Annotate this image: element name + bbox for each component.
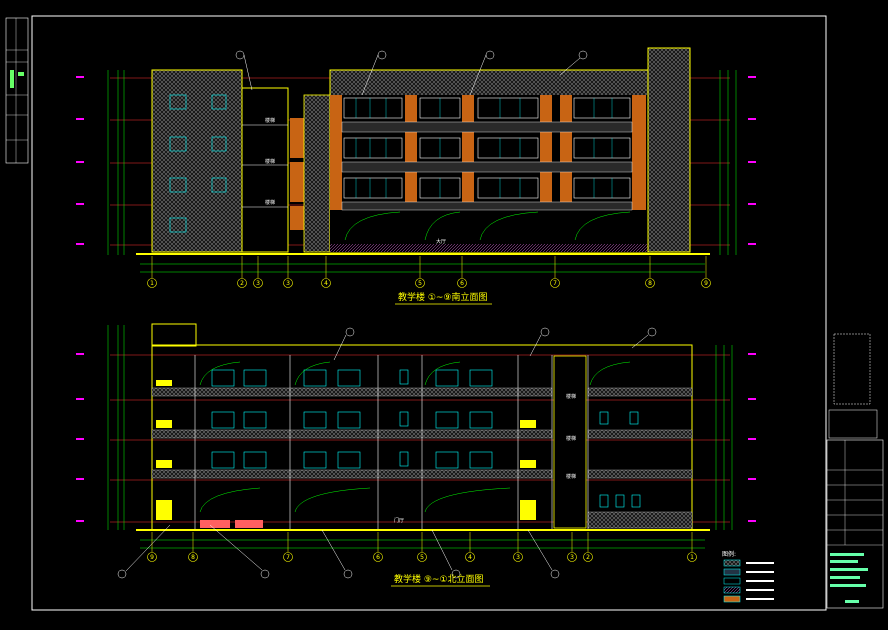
right-brick-tower (647, 47, 691, 253)
svg-text:6: 6 (376, 554, 380, 561)
binding-strip (5, 17, 29, 164)
svg-text:1: 1 (690, 554, 694, 561)
axis-bubble: 8 (188, 552, 198, 562)
svg-text:8: 8 (191, 554, 195, 561)
svg-text:6: 6 (460, 280, 464, 287)
svg-text:3: 3 (570, 554, 574, 561)
axis-bubble: 4 (465, 552, 475, 562)
axis-bubble: 2 (237, 278, 247, 288)
svg-text:8: 8 (648, 280, 652, 287)
axis-bubble: 3 (567, 552, 577, 562)
axis-bubble: 1 (147, 278, 157, 288)
svg-text:7: 7 (286, 554, 290, 561)
axis-bubble: 3 (253, 278, 263, 288)
svg-text:4: 4 (324, 280, 328, 287)
svg-text:1: 1 (150, 280, 154, 287)
axis-bubble: 6 (373, 552, 383, 562)
axis-bubble: 1 (687, 552, 697, 562)
axis-bubble: 5 (417, 552, 427, 562)
title-block (826, 333, 884, 609)
svg-text:7: 7 (553, 280, 557, 287)
svg-text:9: 9 (704, 280, 708, 287)
north-windows (211, 369, 641, 508)
axis-bubble: 4 (321, 278, 331, 288)
room-label: 楼梯 (566, 473, 576, 480)
axis-bubble: 3 (513, 552, 523, 562)
room-label: 楼梯 (566, 435, 576, 442)
axis-bubble: 8 (645, 278, 655, 288)
svg-text:4: 4 (468, 554, 472, 561)
elevation-north: 楼梯 楼梯 楼梯 门厅 9 8 7 6 5 4 (76, 323, 756, 587)
elevation-title: 教学楼 ①~⑨南立面图 (398, 291, 488, 303)
axis-bubble: 7 (283, 552, 293, 562)
room-label: 门厅 (394, 517, 404, 524)
svg-text:2: 2 (586, 554, 590, 561)
elevation-south: 1 2 3 3 4 5 6 7 8 9 楼梯 楼梯 楼梯 大厅 教学楼 ①~⑨南… (76, 47, 756, 305)
room-label: 大厅 (436, 238, 446, 245)
room-label: 楼梯 (265, 117, 275, 124)
room-label: 楼梯 (265, 158, 275, 165)
axis-bubbles-north: 9 8 7 6 5 4 3 3 2 1 (147, 552, 697, 562)
axis-bubble: 9 (701, 278, 711, 288)
dimension-chains (107, 70, 737, 273)
axis-bubbles-south: 1 2 3 3 4 5 6 7 8 9 (147, 278, 711, 288)
svg-text:5: 5 (418, 280, 422, 287)
legend: 图例: (722, 550, 774, 603)
axis-bubble: 5 (415, 278, 425, 288)
svg-text:3: 3 (516, 554, 520, 561)
elevation-title: 教学楼 ⑨~①北立面图 (394, 573, 484, 585)
sheet-frame (31, 15, 827, 611)
axis-bubble: 9 (147, 552, 157, 562)
axis-bubble: 6 (457, 278, 467, 288)
svg-text:5: 5 (420, 554, 424, 561)
svg-text:9: 9 (150, 554, 154, 561)
axis-bubble: 7 (550, 278, 560, 288)
legend-title: 图例: (722, 550, 736, 558)
left-brick-wall (151, 69, 243, 253)
svg-text:2: 2 (240, 280, 244, 287)
level-lines-north (110, 354, 730, 523)
stair-core (241, 87, 289, 253)
room-label: 楼梯 (265, 199, 275, 206)
axis-bubble: 3 (283, 278, 293, 288)
svg-text:3: 3 (256, 280, 260, 287)
axis-bubble: 2 (583, 552, 593, 562)
svg-text:3: 3 (286, 280, 290, 287)
room-label: 楼梯 (566, 393, 576, 400)
